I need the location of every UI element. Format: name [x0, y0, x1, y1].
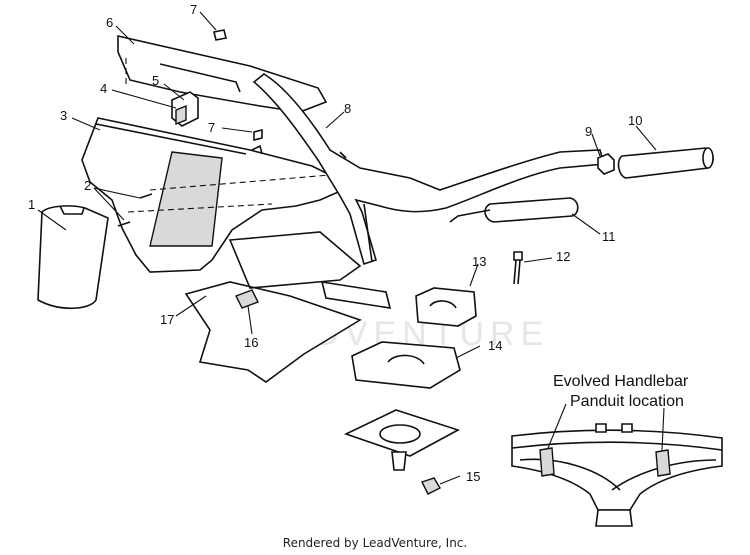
inset-title-line2: Panduit location — [570, 393, 684, 410]
callout-14: 14 — [488, 338, 502, 353]
callout-1: 1 — [28, 197, 35, 212]
callout-12: 12 — [556, 249, 570, 264]
callout-5: 5 — [152, 73, 159, 88]
part-13-upper-clamp — [415, 287, 477, 327]
callout-3: 3 — [60, 108, 67, 123]
part-12-bolt — [513, 251, 523, 285]
part-2-screws — [117, 193, 153, 227]
part-14-lower-clamp — [351, 341, 461, 389]
callout-4: 4 — [100, 81, 107, 96]
inset-title-line1: Evolved Handlebar — [553, 373, 689, 390]
steering-post-plate — [343, 409, 461, 471]
callout-2: 2 — [84, 178, 91, 193]
part-10-grip — [617, 147, 714, 179]
part-1-cover-pad — [37, 205, 109, 310]
part-4-switch — [171, 91, 199, 127]
part-3-hood — [81, 117, 354, 273]
part-7-screw — [213, 29, 263, 142]
callout-16: 16 — [244, 335, 258, 350]
part-17-lower-panel — [184, 231, 362, 383]
steering-shaft — [320, 281, 392, 309]
part-15-nut — [421, 477, 441, 495]
panduit-inset: Evolved Handlebar Panduit location — [511, 373, 723, 527]
callout-10: 10 — [628, 113, 642, 128]
callout-17: 17 — [160, 312, 174, 327]
footer-credit: Rendered by LeadVenture, Inc. — [282, 536, 468, 550]
part-9-end-cap — [597, 153, 615, 175]
callout-6: 6 — [106, 15, 113, 30]
leader-lines — [37, 11, 657, 485]
callout-9: 9 — [585, 124, 592, 139]
callout-8: 8 — [344, 101, 351, 116]
callout-15: 15 — [466, 469, 480, 484]
callout-13: 13 — [472, 254, 486, 269]
callout-7b: 7 — [208, 120, 215, 135]
callout-11: 11 — [602, 229, 616, 244]
part-8-handlebar — [252, 73, 606, 266]
part-11-throttle-grip — [449, 197, 579, 223]
callout-labels: 1 2 3 4 5 6 7 7 8 9 10 11 12 13 14 15 16… — [28, 2, 642, 484]
callout-7a: 7 — [190, 2, 197, 17]
